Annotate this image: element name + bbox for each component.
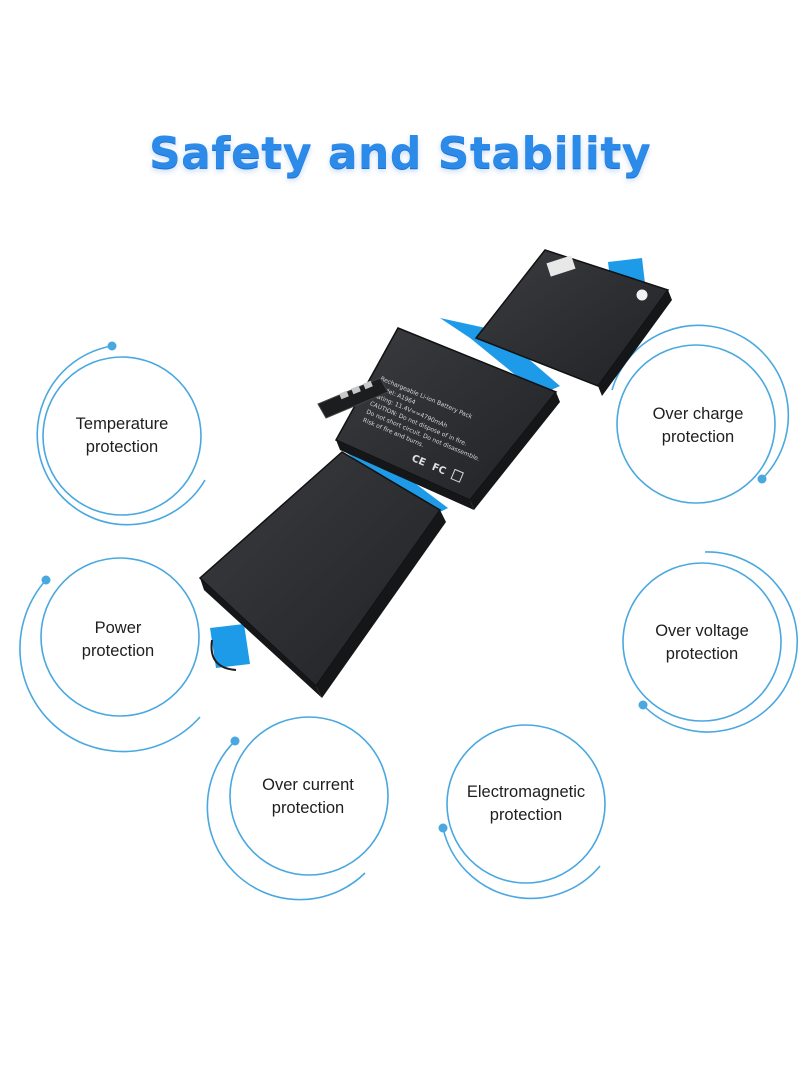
feature-title: Over voltage [655,622,749,640]
feature-subtitle: protection [81,642,155,660]
feature-title: Power [94,619,142,637]
cell-sticker [546,255,576,277]
ring-power [19,557,201,753]
feature-title: Temperature [75,415,169,433]
fc-mark: FC [430,462,447,478]
ring-electromagnetic [438,724,606,900]
feature-subtitle: protection [85,438,159,456]
feature-title: Over current [262,776,354,794]
ce-mark: CE [410,453,427,469]
adhesive-tab [210,624,250,668]
ring-temperature [36,341,206,526]
feature-over-charge: Over charge protection [618,403,778,449]
ring-over-charge [611,324,790,504]
ring-dot [438,823,448,833]
feature-subtitle: protection [271,799,345,817]
ring-dot [757,474,767,484]
ring-dot [107,341,117,351]
feature-temperature: Temperature protection [42,413,202,459]
page-title: Safety and Stability [148,128,652,179]
battery-image: Rechargeable Li-ion Battery Pack Model: … [198,249,672,698]
feature-electromagnetic: Electromagnetic protection [446,781,606,827]
recycle-icon [450,468,464,483]
feature-title: Over charge [652,405,744,423]
blue-strip [440,318,560,395]
ring-dot [41,575,51,585]
ring-over-voltage [622,551,798,733]
feature-over-voltage: Over voltage protection [622,620,782,666]
ring-dot [638,700,648,710]
feature-subtitle: protection [665,645,739,663]
ring-dot [230,736,240,746]
feature-power: Power protection [38,617,198,663]
battery-connector [317,377,389,419]
feature-title: Electromagnetic [466,783,586,801]
ring-over-current [206,716,389,901]
feature-subtitle: protection [661,428,735,446]
feature-subtitle: protection [489,806,563,824]
feature-over-current: Over current protection [228,774,388,820]
cell-dot [636,289,648,301]
